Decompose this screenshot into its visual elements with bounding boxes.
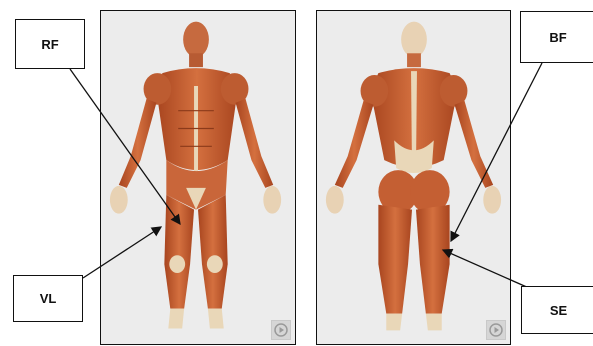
front-muscle-figure bbox=[101, 11, 295, 344]
rf-label: RF bbox=[41, 37, 58, 52]
se-label: SE bbox=[550, 303, 567, 318]
vl-label: VL bbox=[40, 291, 57, 306]
back-muscle-figure bbox=[317, 11, 510, 344]
se-label-box: SE bbox=[521, 286, 593, 334]
back-view-panel bbox=[316, 10, 511, 345]
bf-label-box: BF bbox=[520, 11, 593, 63]
rf-label-box: RF bbox=[15, 19, 85, 69]
bf-label: BF bbox=[549, 30, 566, 45]
play-icon[interactable] bbox=[486, 320, 506, 340]
front-view-panel bbox=[100, 10, 296, 345]
play-icon[interactable] bbox=[271, 320, 291, 340]
vl-label-box: VL bbox=[13, 275, 83, 322]
